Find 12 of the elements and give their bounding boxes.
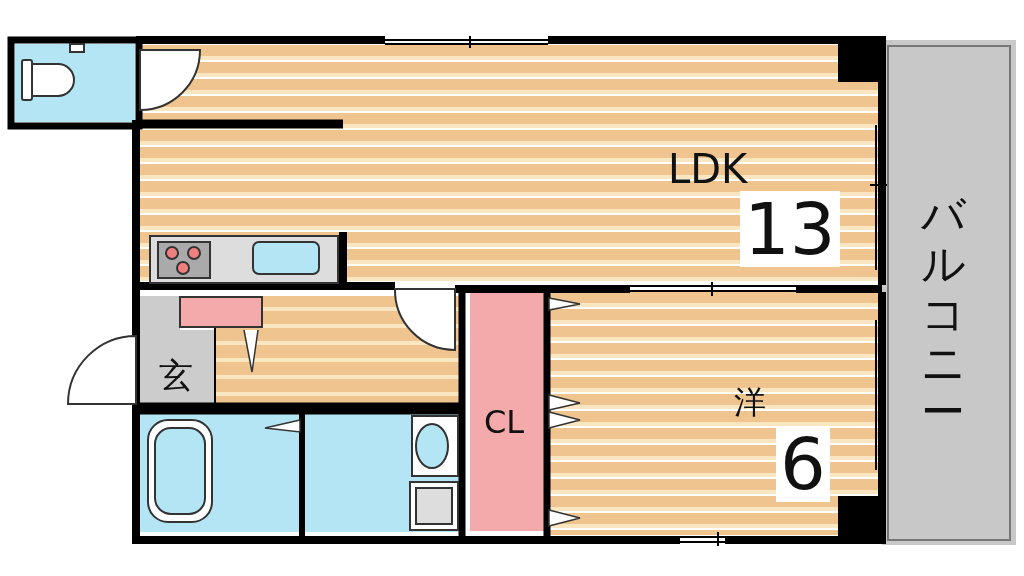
balcony xyxy=(882,40,1016,545)
room-name: 玄 xyxy=(159,358,193,392)
room-size: 6 xyxy=(776,426,830,502)
room-size: 13 xyxy=(740,191,840,267)
room-name: 洋 xyxy=(734,386,766,418)
room xyxy=(548,292,878,535)
room-name: CL xyxy=(484,406,525,438)
entrance-area xyxy=(140,330,215,406)
closet xyxy=(470,293,546,531)
room xyxy=(140,45,878,283)
room-name: バルコニー xyxy=(920,190,967,437)
room-name: LDK xyxy=(668,149,748,189)
